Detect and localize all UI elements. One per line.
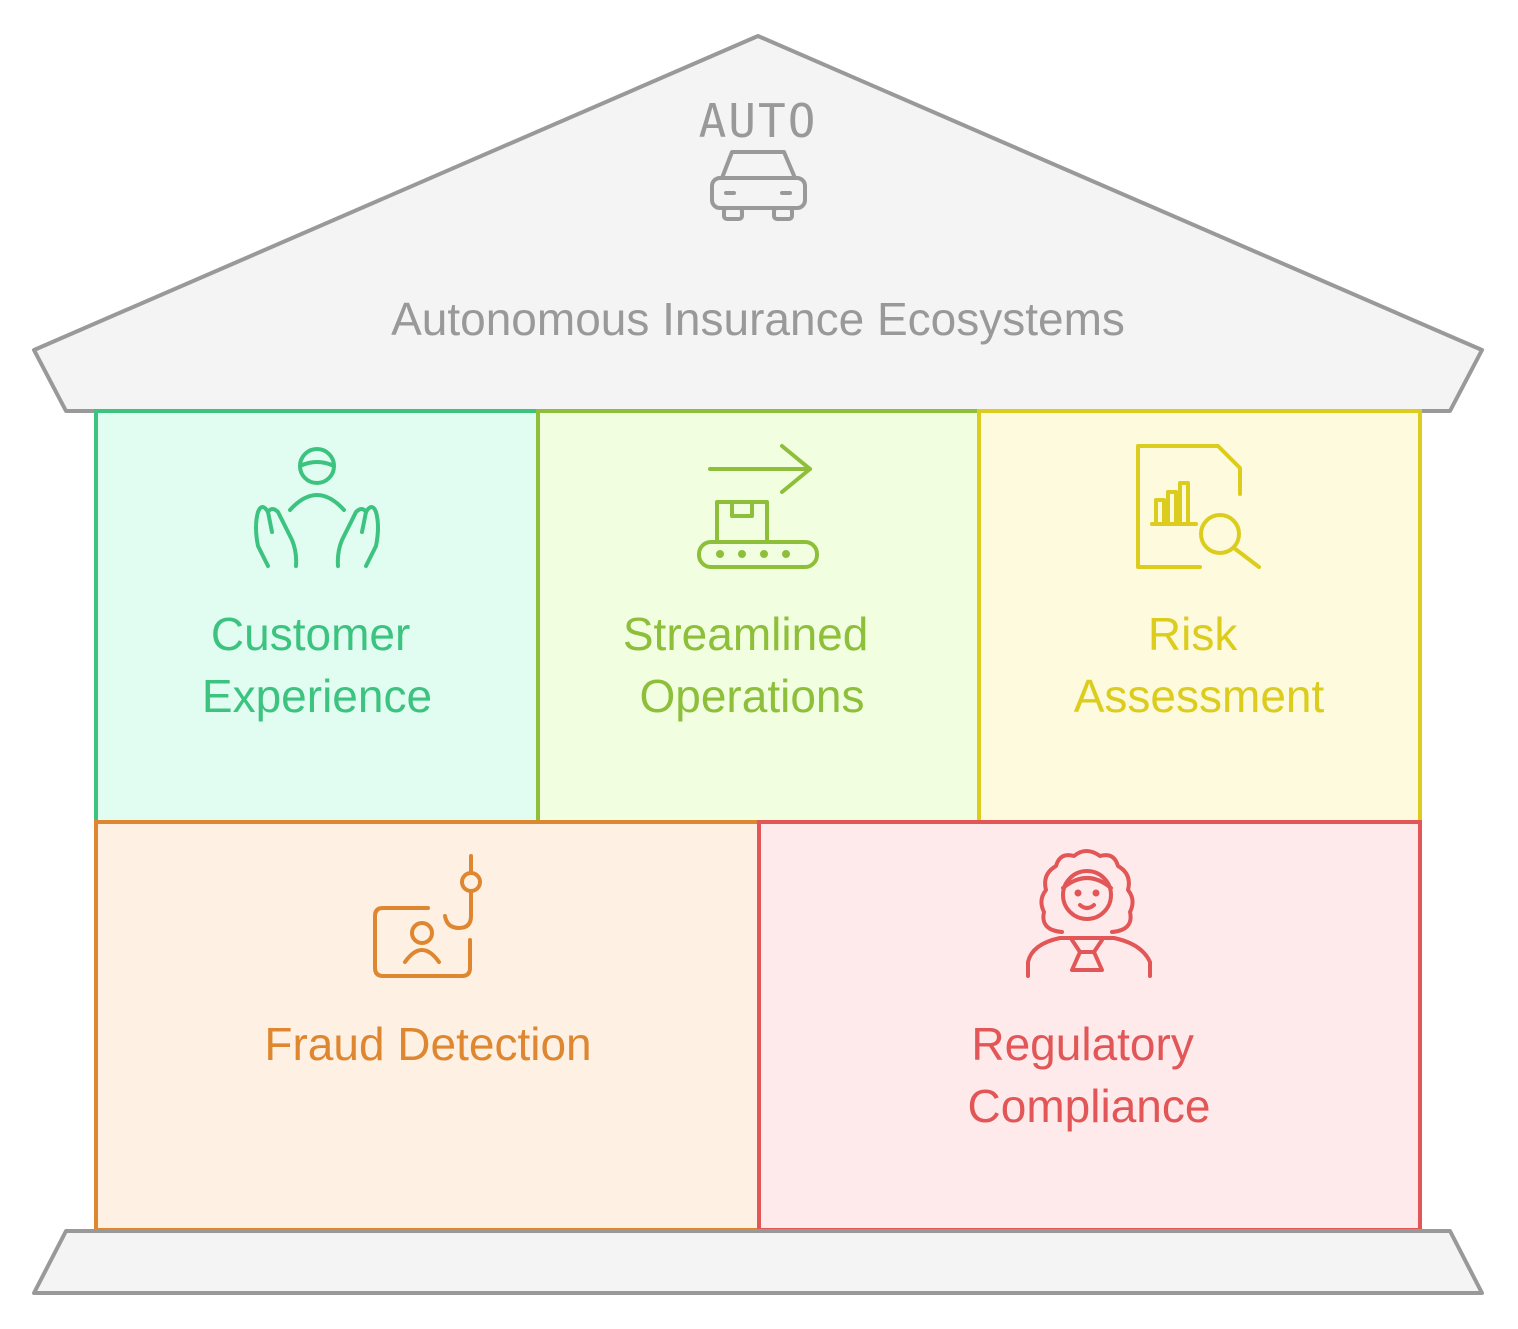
pillar-risk-assessment: Risk Assessment [977,409,1422,824]
car-icon [710,150,807,221]
pillar-label: Fraud Detection [264,1018,591,1070]
roof: AUTO Autonomous Insurance Ecosystems [32,34,1484,413]
roof-title: Autonomous Insurance Ecosystems [391,293,1125,345]
id-card-hook-icon [373,854,482,978]
pillar-label-line: Regulatory [971,1018,1193,1070]
judge-icon [1026,849,1152,978]
pillar-label: Regulatory Compliance [968,1018,1211,1132]
conveyor-box-icon [697,444,819,569]
pillar-label-line: Assessment [1074,670,1325,722]
pillar-label: Risk Assessment [1074,608,1325,722]
roof-shape [32,34,1484,413]
pillar-label: Customer Experience [202,608,432,722]
pillar-box [977,409,1422,824]
document-chart-search-icon [1136,444,1261,569]
pillar-streamlined-operations: Streamlined Operations [536,409,981,824]
roof-badge-text: AUTO [699,94,818,148]
pillar-label-line: Streamlined [623,608,868,660]
pillar-fraud-detection: Fraud Detection [94,820,761,1232]
pillar-box [757,820,1422,1232]
pillar-label: Streamlined Operations [623,608,881,722]
pillar-label-line: Customer [211,608,410,660]
person-hands-icon [254,447,380,568]
pillar-customer-experience: Customer Experience [94,409,540,824]
pillar-label-line: Compliance [968,1080,1211,1132]
pillar-label-line: Risk [1148,608,1238,660]
pillar-label-line: Fraud Detection [264,1018,591,1070]
pillar-label-line: Operations [639,670,864,722]
pillar-regulatory-compliance: Regulatory Compliance [757,820,1422,1232]
pillar-box [94,820,761,1232]
foundation-base [32,1229,1484,1295]
pillar-label-line: Experience [202,670,432,722]
